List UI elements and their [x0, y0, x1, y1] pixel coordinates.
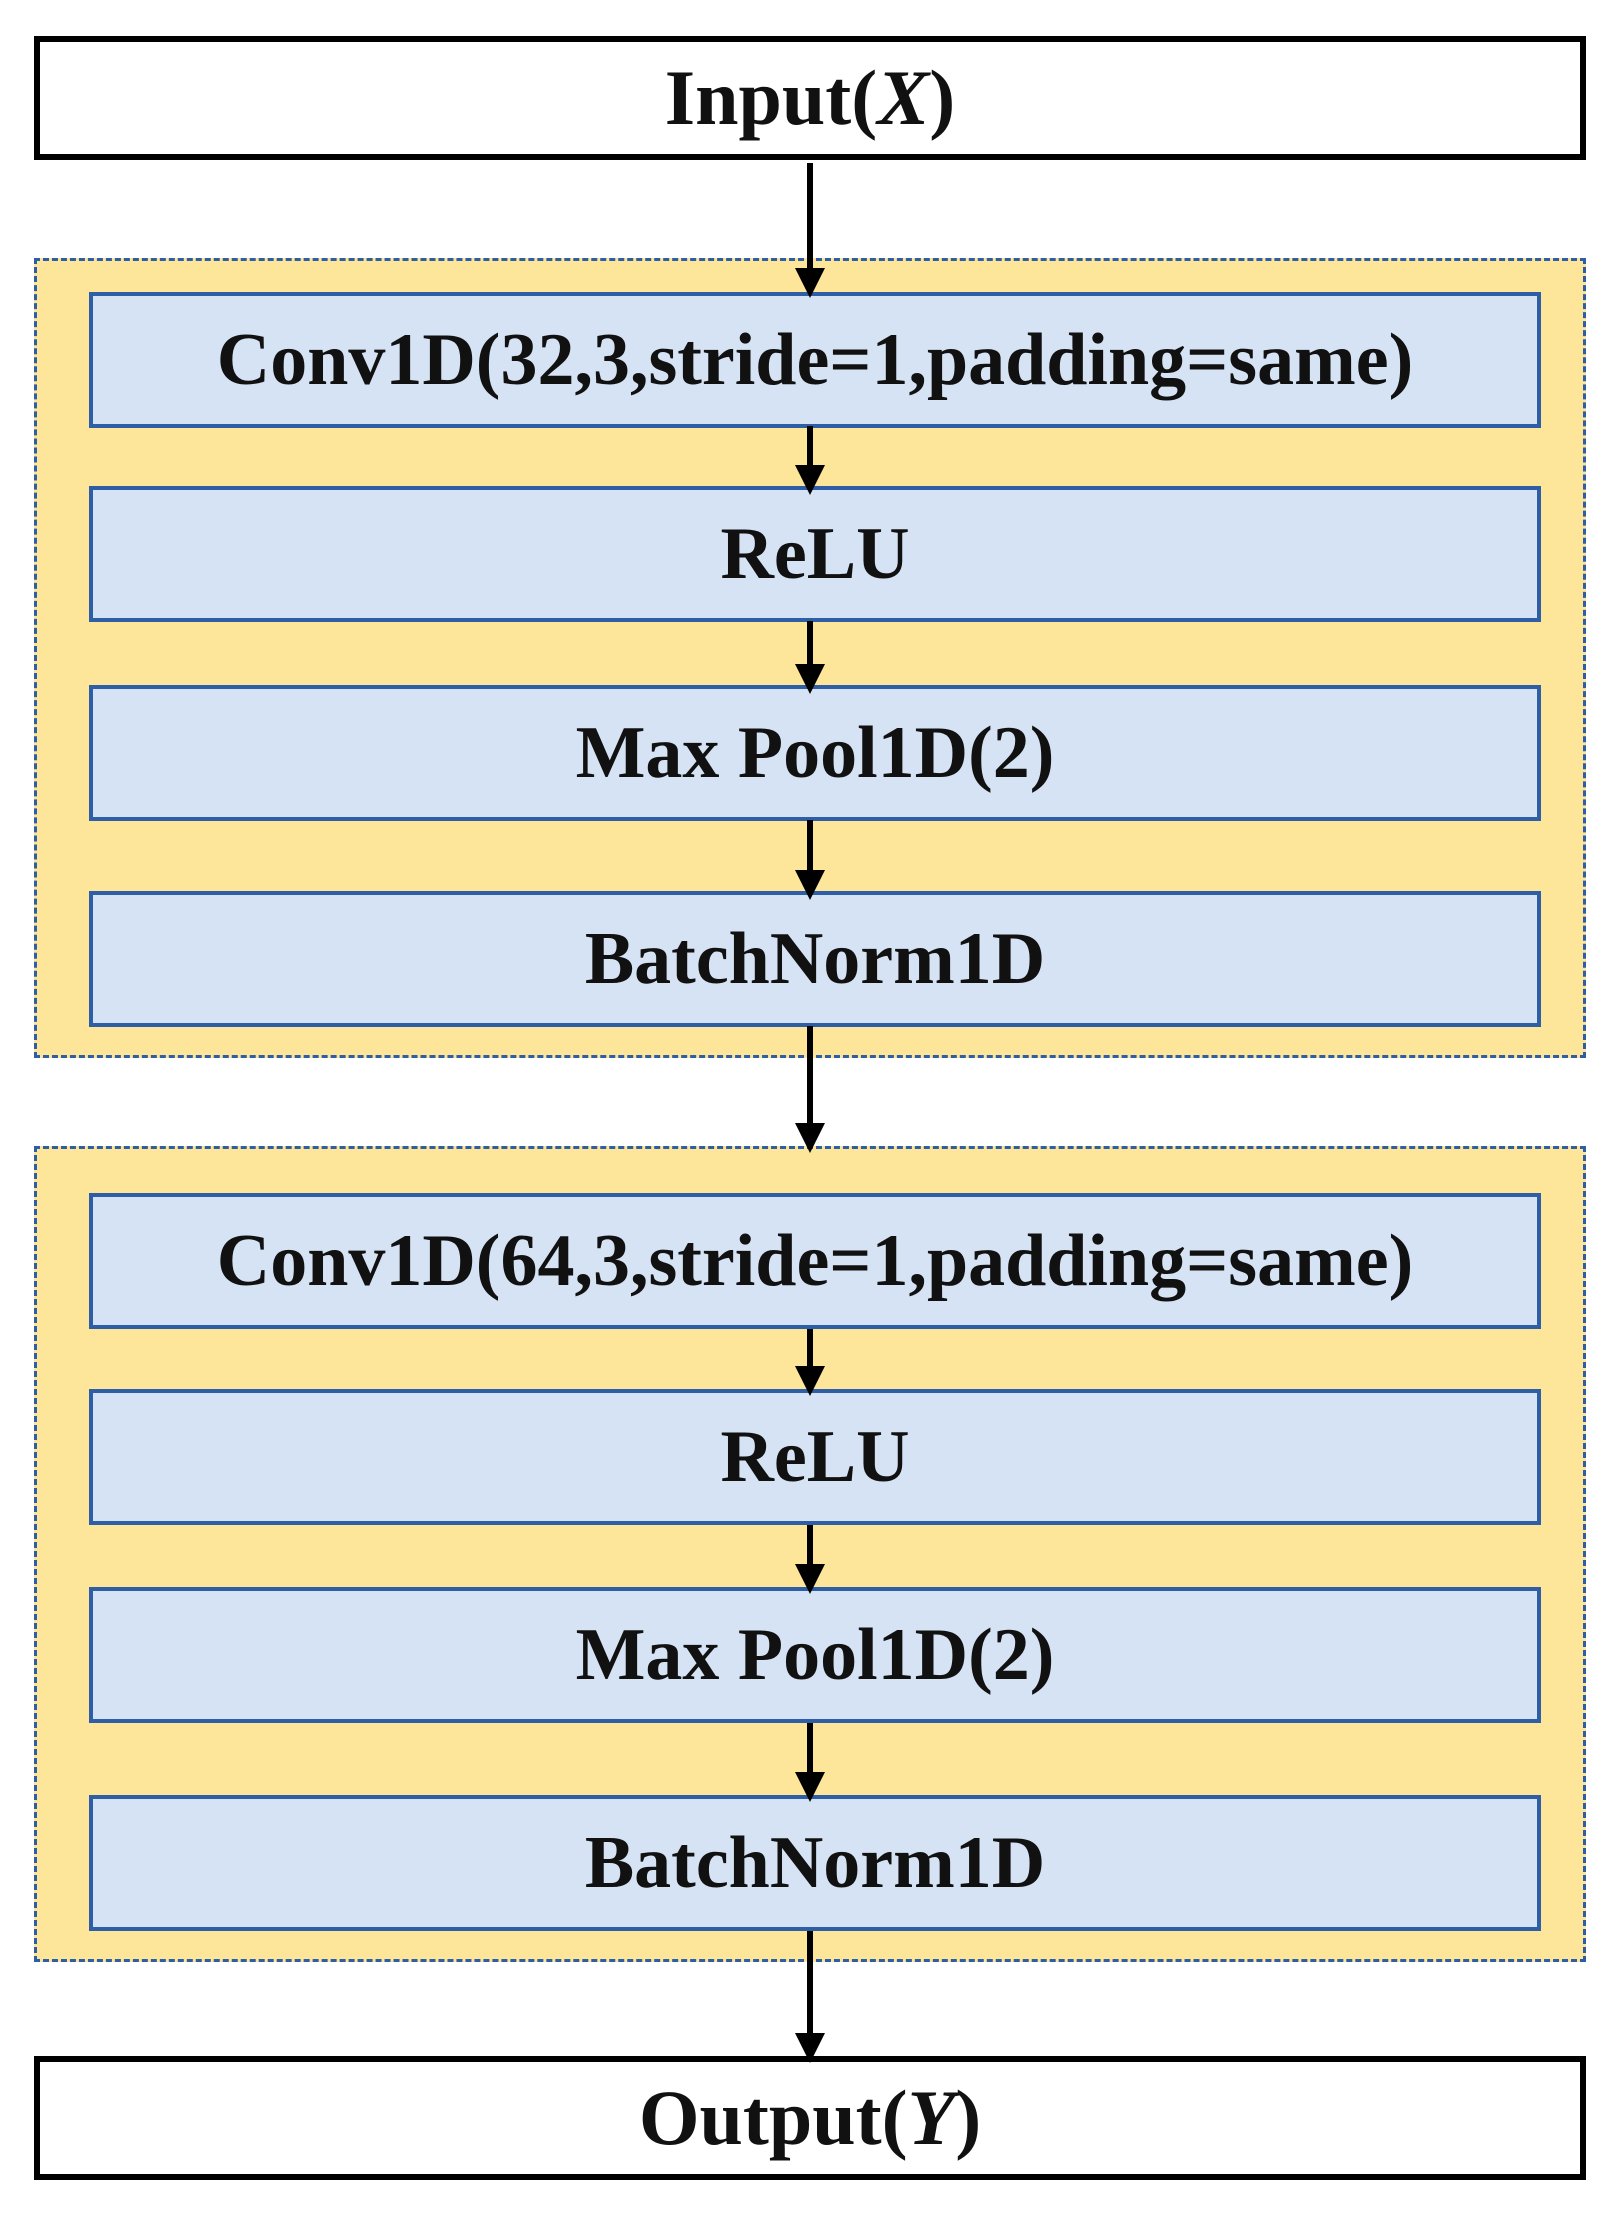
- layer-batchnorm-2: BatchNorm1D: [89, 1795, 1541, 1931]
- layer-relu-1: ReLU: [89, 486, 1541, 622]
- layer-maxpool-2: Max Pool1D(2): [89, 1587, 1541, 1723]
- output-node: Output(Y): [34, 2056, 1586, 2180]
- conv-block-1: Conv1D(32,3,stride=1,padding=same) ReLU …: [34, 258, 1586, 1058]
- output-label-suffix: ): [955, 2074, 982, 2161]
- layer-conv1d-32: Conv1D(32,3,stride=1,padding=same): [89, 292, 1541, 428]
- conv-block-2: Conv1D(64,3,stride=1,padding=same) ReLU …: [34, 1146, 1586, 1962]
- input-label-suffix: ): [929, 54, 956, 141]
- layer-label: ReLU: [720, 512, 910, 595]
- layer-batchnorm-1: BatchNorm1D: [89, 891, 1541, 1027]
- layer-label: BatchNorm1D: [584, 917, 1046, 1000]
- layer-label: ReLU: [720, 1415, 910, 1498]
- layer-label: Conv1D(32,3,stride=1,padding=same): [216, 318, 1414, 401]
- output-variable: Y: [907, 2074, 956, 2161]
- output-label-prefix: Output(: [638, 2074, 908, 2161]
- layer-maxpool-1: Max Pool1D(2): [89, 685, 1541, 821]
- input-node: Input(X): [34, 36, 1586, 160]
- layer-label: Conv1D(64,3,stride=1,padding=same): [216, 1219, 1414, 1302]
- layer-conv1d-64: Conv1D(64,3,stride=1,padding=same): [89, 1193, 1541, 1329]
- input-label-prefix: Input(: [664, 54, 878, 141]
- layer-label: Max Pool1D(2): [575, 1613, 1055, 1696]
- layer-label: Max Pool1D(2): [575, 711, 1055, 794]
- layer-label: BatchNorm1D: [584, 1821, 1046, 1904]
- layer-relu-2: ReLU: [89, 1389, 1541, 1525]
- input-variable: X: [877, 54, 930, 141]
